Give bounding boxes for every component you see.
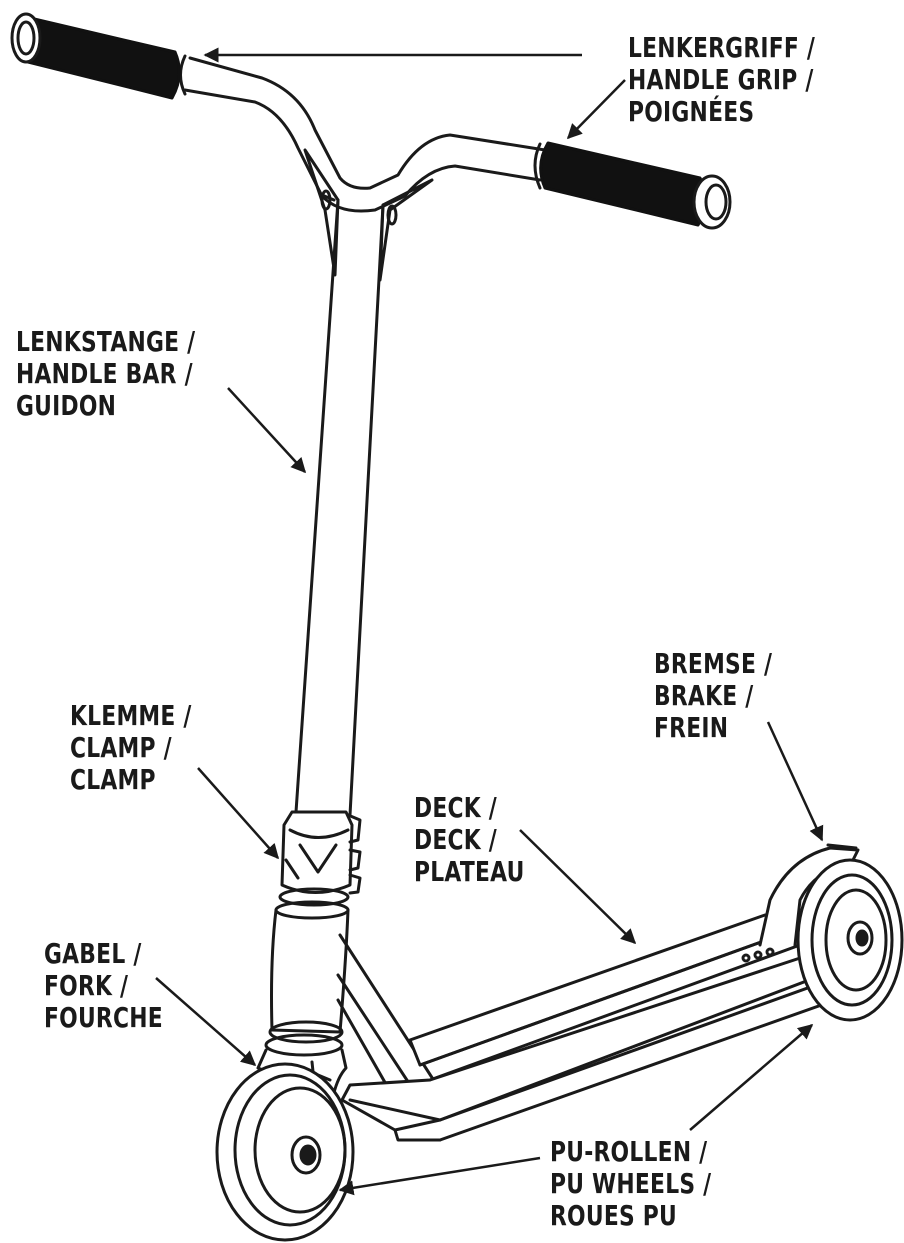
right-grip [533, 141, 732, 230]
label-deck: DECK / DECK / PLATEAU [414, 792, 525, 888]
label-brake-en: BRAKE / [654, 679, 754, 712]
label-brake-fr: FREIN [654, 711, 729, 744]
label-brake-de: BREMSE / [654, 647, 773, 680]
head-tube [264, 887, 350, 1057]
label-brake: BREMSE / BRAKE / FREIN [654, 648, 772, 744]
label-pu-wheels-fr: ROUES PU [550, 1199, 677, 1232]
left-grip [10, 12, 181, 100]
label-fork: GABEL / FORK / FOURCHE [44, 938, 163, 1034]
handlebar [163, 54, 547, 213]
arrow-deck [519, 829, 637, 945]
rear-wheel [796, 858, 904, 1022]
label-handle-grip-de: LENKERGRIFF / [628, 31, 816, 64]
label-clamp-de: KLEMME / [70, 699, 192, 732]
front-wheel [215, 1062, 355, 1242]
label-handle-bar-en: HANDLE BAR / [16, 357, 193, 390]
label-deck-de: DECK / [414, 791, 497, 824]
arrow-clamp [197, 767, 279, 860]
label-pu-wheels-de: PU-ROLLEN / [550, 1135, 708, 1168]
stem-tube [294, 193, 385, 817]
label-handle-grip-en: HANDLE GRIP / [628, 63, 814, 96]
handlebar-gussets [303, 148, 434, 282]
label-clamp: KLEMME / CLAMP / CLAMP [70, 700, 192, 796]
clamp [280, 810, 362, 895]
label-deck-fr: PLATEAU [414, 855, 525, 888]
label-pu-wheels-en: PU WHEELS / [550, 1167, 712, 1200]
arrow-grip-right [566, 79, 626, 140]
label-clamp-en: CLAMP / [70, 731, 172, 764]
label-fork-fr: FOURCHE [44, 1001, 163, 1034]
arrow-wheel-front [338, 1156, 541, 1196]
arrow-brake [766, 721, 824, 842]
label-handle-grip-fr: POIGNÉES [628, 95, 755, 128]
label-fork-en: FORK / [44, 969, 129, 1002]
arrow-handle-bar [227, 387, 307, 474]
label-fork-de: GABEL / [44, 937, 142, 970]
arrow-wheel-rear [689, 1024, 814, 1131]
label-handle-bar-fr: GUIDON [16, 389, 117, 422]
label-clamp-fr: CLAMP [70, 763, 156, 796]
label-handle-bar: LENKSTANGE / HANDLE BAR / GUIDON [16, 326, 195, 422]
brake [758, 843, 860, 947]
label-pu-wheels: PU-ROLLEN / PU WHEELS / ROUES PU [550, 1136, 711, 1232]
label-handle-bar-de: LENKSTANGE / [16, 325, 196, 358]
neck-tube [336, 933, 442, 1102]
arrow-fork [155, 977, 257, 1066]
label-handle-grip: LENKERGRIFF / HANDLE GRIP / POIGNÉES [628, 32, 815, 128]
leader-lines [155, 47, 824, 1196]
label-deck-en: DECK / [414, 823, 497, 856]
